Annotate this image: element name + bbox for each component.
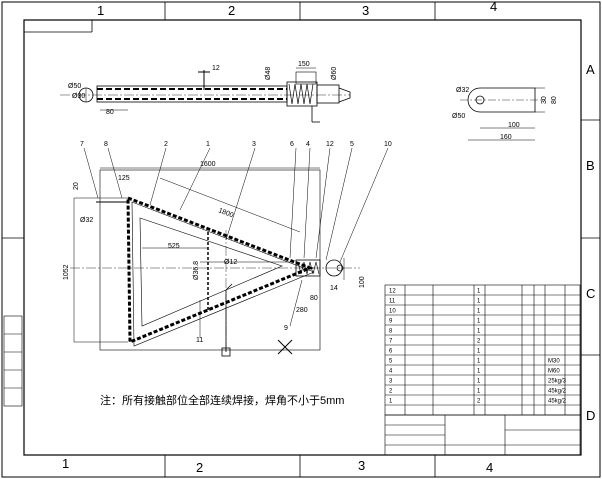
bom-row-quantity: 1	[477, 389, 481, 395]
leader-10: 10	[384, 141, 392, 148]
zone-row-d: D	[586, 408, 595, 423]
dim-48: Ø48	[265, 67, 272, 80]
zone-top-3: 3	[362, 3, 369, 18]
revision-boxes	[3, 315, 23, 407]
dim-1052: 1052	[63, 264, 70, 280]
leader-1: 1	[206, 141, 210, 148]
bom-extra-value: 25kg/3	[548, 379, 567, 385]
bom-row-number: 6	[389, 349, 393, 355]
zone-row-b: B	[586, 158, 595, 173]
dim-14: 14	[330, 285, 338, 292]
detail-dim-50: Ø50	[452, 113, 465, 120]
dim-100: 100	[359, 276, 366, 288]
dim-80b: 80	[310, 295, 318, 302]
bom-row-number: 1	[389, 399, 393, 405]
top-view	[60, 67, 351, 123]
bom-row-number: 8	[389, 329, 393, 335]
bom-row-quantity: 2	[477, 399, 481, 405]
leader-4: 4	[306, 141, 310, 148]
detail-view	[460, 87, 545, 141]
bom-extra-value: 45kg/2	[548, 389, 567, 395]
leader-9: 9	[284, 325, 288, 332]
bom-row-quantity: 2	[477, 339, 481, 345]
zone-bottom-1: 1	[62, 456, 69, 471]
leader-11: 11	[196, 337, 203, 344]
bom-row-number: 2	[389, 389, 393, 395]
detail-dim-100: 100	[508, 122, 520, 129]
detail-dim-160: 160	[500, 134, 512, 141]
bom-row-number: 4	[389, 369, 393, 375]
leader-5: 5	[350, 141, 354, 148]
zone-bottom-4: 4	[486, 460, 493, 475]
bom-row-number: 3	[389, 379, 393, 385]
detail-dim-30: 30	[541, 96, 548, 104]
weld-note: 注：所有接触部位全部连续焊接，焊角不小于5mm	[100, 393, 344, 407]
leader-2: 2	[164, 141, 168, 148]
dim-36: Ø36.8	[193, 261, 200, 280]
bom-row-quantity: 1	[477, 329, 481, 335]
detail-dim-32: Ø32	[456, 87, 469, 94]
dim-1800: 1800	[217, 207, 234, 219]
dim-280: 280	[296, 307, 308, 314]
zone-row-c: C	[586, 286, 595, 301]
bom-row-number: 7	[389, 339, 393, 345]
dim-525: 525	[168, 243, 180, 250]
bom-row-number: 12	[389, 289, 396, 295]
zone-top-4: 4	[490, 0, 497, 14]
dim-20: 20	[73, 182, 80, 190]
dim-12-top: 12	[212, 65, 220, 72]
zone-bottom-2: 2	[196, 460, 203, 475]
bom-extra-value: M30	[548, 359, 560, 365]
dim-32-left: Ø32	[80, 217, 93, 224]
main-view	[70, 167, 360, 357]
leader-7: 7	[80, 141, 84, 148]
zone-row-a: A	[586, 62, 595, 77]
dim-80: 80	[106, 109, 114, 116]
leader-lines	[83, 147, 389, 338]
bom-row-number: 5	[389, 359, 393, 365]
dim-50-left: Ø50	[68, 83, 81, 90]
dim-30: Ø30	[72, 93, 85, 100]
dim-150: 150	[298, 61, 310, 68]
bom-row-quantity: 1	[477, 369, 481, 375]
bom-row-quantity: 1	[477, 319, 481, 325]
bom-table	[384, 284, 581, 456]
leader-12: 12	[326, 141, 334, 148]
leader-3: 3	[252, 141, 256, 148]
bom-row-quantity: 1	[477, 299, 481, 305]
bom-extra-value: M60	[548, 369, 560, 375]
detail-dim-80: 80	[551, 96, 558, 104]
bom-row-quantity: 1	[477, 309, 481, 315]
dim-12-mid: Ø12	[224, 259, 237, 266]
bom-row-quantity: 1	[477, 359, 481, 365]
bom-row-number: 11	[389, 299, 396, 305]
zone-top-2: 2	[228, 3, 235, 18]
bom-row-quantity: 1	[477, 349, 481, 355]
bom-row-number: 9	[389, 319, 393, 325]
dim-125: 125	[118, 175, 130, 182]
bom-row-quantity: 1	[477, 289, 481, 295]
dim-1600: 1600	[200, 161, 216, 168]
leader-8: 8	[104, 141, 108, 148]
bom-row-quantity: 1	[477, 379, 481, 385]
zone-bottom-3: 3	[358, 458, 365, 473]
inner-frame	[23, 19, 582, 456]
zone-top-1: 1	[97, 3, 104, 18]
bom-extra-value: 45kg/2	[548, 399, 567, 405]
leader-6: 6	[290, 141, 294, 148]
bom-row-number: 10	[389, 309, 396, 315]
dim-60: Ø60	[331, 67, 338, 80]
